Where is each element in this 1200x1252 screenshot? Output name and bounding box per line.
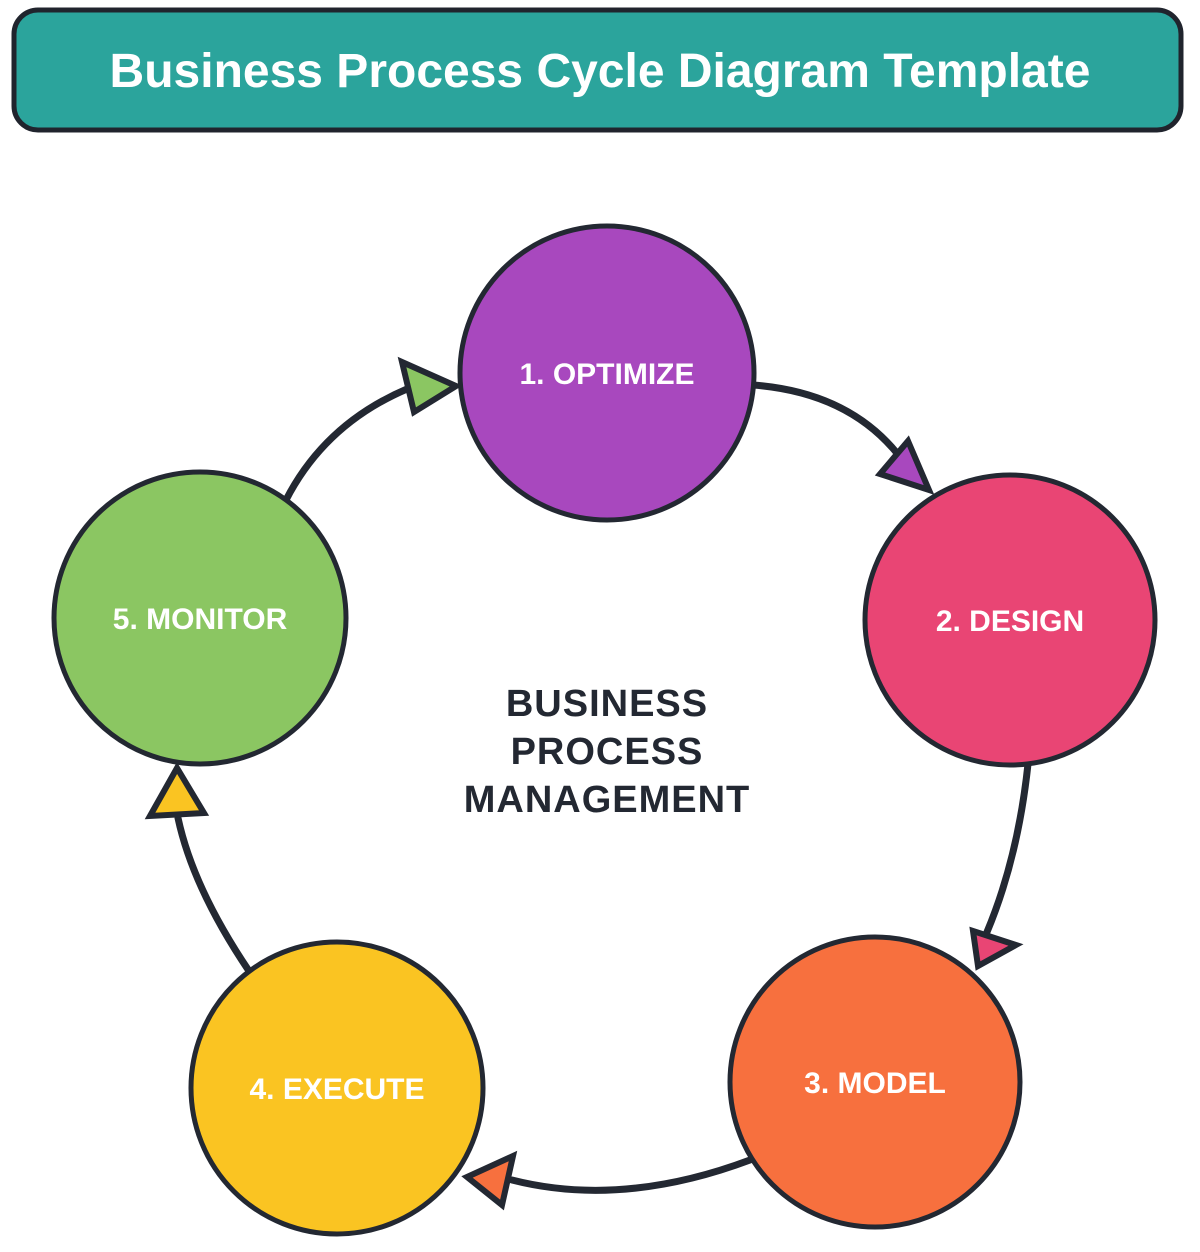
circle-label-optimize: 1. OPTIMIZE: [519, 358, 694, 391]
circle-label-model: 3. MODEL: [804, 1067, 946, 1100]
arrowhead-model-to-execute: [461, 1150, 518, 1211]
circle-optimize: [457, 223, 757, 523]
circle-monitor: [51, 469, 349, 767]
circle-label-monitor: 5. MONITOR: [113, 603, 288, 636]
circle-execute: [188, 939, 486, 1237]
arrowhead-monitor-to-optimize: [397, 356, 463, 417]
circle-design: [862, 472, 1158, 768]
center-caption-line2: PROCESS: [511, 731, 704, 773]
circle-label-design: 2. DESIGN: [936, 605, 1084, 638]
arrowhead-design-to-model: [969, 926, 1024, 971]
step-optimize: 1. OPTIMIZE: [457, 223, 757, 523]
step-monitor: 5. MONITOR: [51, 469, 349, 767]
step-model: 3. MODEL: [727, 934, 1023, 1230]
header: Business Process Cycle Diagram Template: [11, 7, 1184, 133]
arrowhead-execute-to-monitor: [144, 762, 210, 820]
arrow-model-to-execute: [508, 1156, 754, 1194]
step-execute: 4. EXECUTE: [188, 939, 486, 1237]
title-banner: [11, 7, 1184, 133]
arrow-optimize-to-design: [749, 381, 900, 456]
arrow-design-to-model: [983, 760, 1032, 936]
center-caption-line3: MANAGEMENT: [464, 779, 751, 821]
center-caption-line1: BUSINESS: [506, 683, 708, 725]
page-title: Business Process Cycle Diagram Template: [110, 45, 1091, 98]
step-design: 2. DESIGN: [862, 472, 1158, 768]
arrow-execute-to-monitor: [174, 814, 253, 975]
arrowhead-optimize-to-design: [874, 435, 935, 495]
cycle-arrows: [144, 356, 1032, 1211]
circle-label-execute: 4. EXECUTE: [249, 1073, 424, 1106]
center-caption: BUSINESS PROCESS MANAGEMENT: [464, 683, 751, 821]
circle-model: [727, 934, 1023, 1230]
arrow-monitor-to-optimize: [282, 385, 411, 504]
